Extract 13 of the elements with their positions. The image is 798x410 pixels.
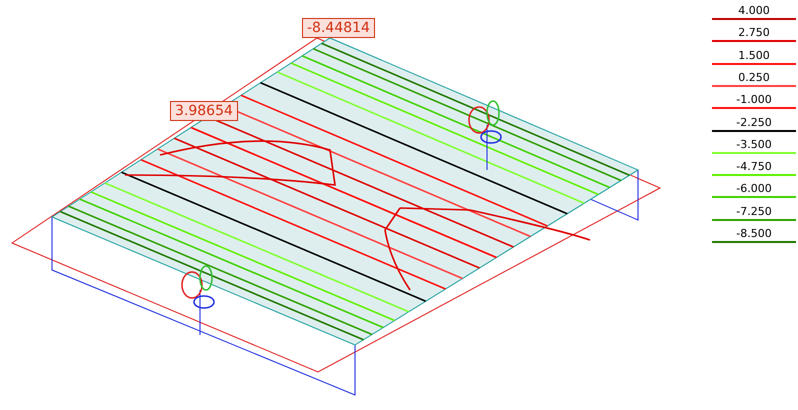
legend-value: -6.000 — [735, 182, 773, 196]
legend-value: 4.000 — [737, 4, 771, 17]
value-callout: 3.98654 — [170, 101, 238, 121]
legend-value: -1.000 — [735, 93, 773, 106]
legend-value: -2.250 — [735, 116, 773, 128]
legend-value: 1.500 — [737, 48, 771, 62]
legend-value: -7.250 — [735, 204, 773, 218]
value-callout: -8.44814 — [302, 18, 375, 38]
legend-value: -3.500 — [735, 138, 773, 151]
legend-value: -8.500 — [735, 227, 773, 240]
legend-value: -4.750 — [735, 160, 773, 174]
legend-value: 0.250 — [737, 70, 771, 84]
legend-value: 2.750 — [737, 26, 771, 40]
